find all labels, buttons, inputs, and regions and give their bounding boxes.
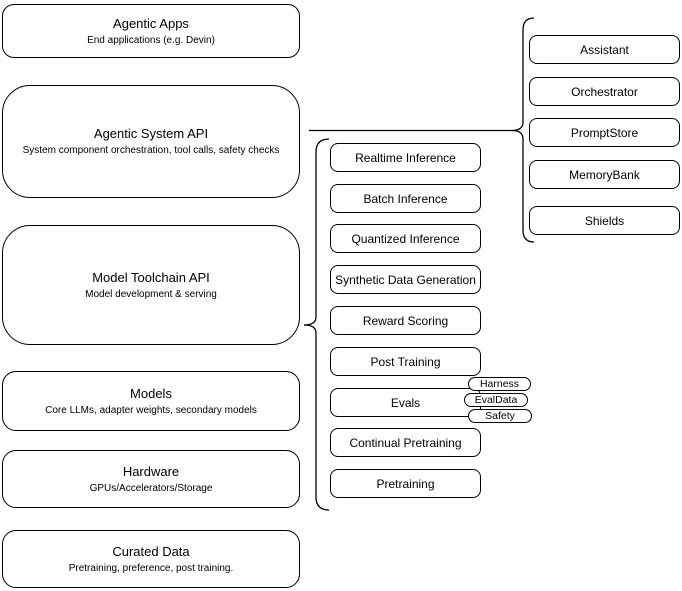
evals-pill-harness: Harness	[468, 377, 531, 391]
box-label: Shields	[584, 213, 625, 228]
stack-box-agentic-apps: Agentic Apps End applications (e.g. Devi…	[2, 4, 300, 58]
box-label: MemoryBank	[569, 167, 640, 182]
pill-label: Safety	[485, 410, 515, 422]
box-title: Agentic Apps	[113, 15, 189, 31]
stack-box-curated-data: Curated Data Pretraining, preference, po…	[2, 530, 300, 588]
stack-box-models: Models Core LLMs, adapter weights, secon…	[2, 371, 300, 431]
toolchain-box-realtime-inference: Realtime Inference	[330, 143, 481, 172]
system-box-memorybank: MemoryBank	[529, 160, 680, 189]
stack-box-agentic-system-api: Agentic System API System component orch…	[2, 85, 300, 198]
box-subtitle: Pretraining, preference, post training.	[68, 562, 234, 574]
box-label: Continual Pretraining	[349, 435, 462, 450]
system-brace	[511, 17, 535, 243]
toolchain-box-reward-scoring: Reward Scoring	[330, 306, 481, 335]
evals-pill-evaldata: EvalData	[464, 393, 528, 407]
box-title: Agentic System API	[93, 126, 209, 141]
box-label: Synthetic Data Generation	[335, 272, 476, 287]
box-label: Orchestrator	[571, 84, 638, 99]
system-box-orchestrator: Orchestrator	[529, 77, 680, 106]
box-subtitle: System component orchestration, tool cal…	[22, 145, 280, 156]
stack-box-hardware: Hardware GPUs/Accelerators/Storage	[2, 450, 300, 508]
evals-pill-safety: Safety	[468, 409, 532, 423]
box-label: Batch Inference	[363, 191, 448, 206]
box-label: PromptStore	[570, 125, 639, 140]
toolchain-box-post-training: Post Training	[330, 347, 481, 376]
system-box-shields: Shields	[529, 206, 680, 235]
system-box-assistant: Assistant	[529, 35, 680, 64]
box-label: Quantized Inference	[351, 231, 460, 246]
box-subtitle: Core LLMs, adapter weights, secondary mo…	[45, 404, 257, 416]
box-title: Models	[130, 385, 172, 401]
box-subtitle: End applications (e.g. Devin)	[87, 34, 215, 46]
toolchain-box-continual-pretraining: Continual Pretraining	[330, 428, 481, 457]
system-box-promptstore: PromptStore	[529, 118, 680, 147]
box-label: Evals	[390, 395, 421, 410]
toolchain-brace	[303, 138, 330, 511]
box-label: Realtime Inference	[355, 150, 456, 165]
box-label: Reward Scoring	[362, 313, 449, 328]
box-subtitle: GPUs/Accelerators/Storage	[89, 482, 213, 494]
toolchain-box-quantized-inference: Quantized Inference	[330, 224, 481, 253]
toolchain-box-batch-inference: Batch Inference	[330, 184, 481, 213]
box-title: Curated Data	[112, 543, 190, 559]
toolchain-box-pretraining: Pretraining	[330, 469, 481, 498]
box-label: Assistant	[580, 42, 629, 57]
pill-label: EvalData	[474, 394, 518, 406]
stack-box-model-toolchain-api: Model Toolchain API Model development & …	[2, 225, 300, 345]
box-label: Post Training	[370, 354, 441, 369]
box-label: Pretraining	[376, 476, 435, 491]
box-title: Hardware	[122, 463, 180, 479]
box-title: Model Toolchain API	[92, 269, 210, 285]
box-subtitle: Model development & serving	[85, 288, 217, 300]
pill-label: Harness	[479, 378, 520, 390]
toolchain-box-evals: Evals	[330, 388, 481, 417]
toolchain-box-synthetic-data-generation: Synthetic Data Generation	[330, 265, 481, 294]
